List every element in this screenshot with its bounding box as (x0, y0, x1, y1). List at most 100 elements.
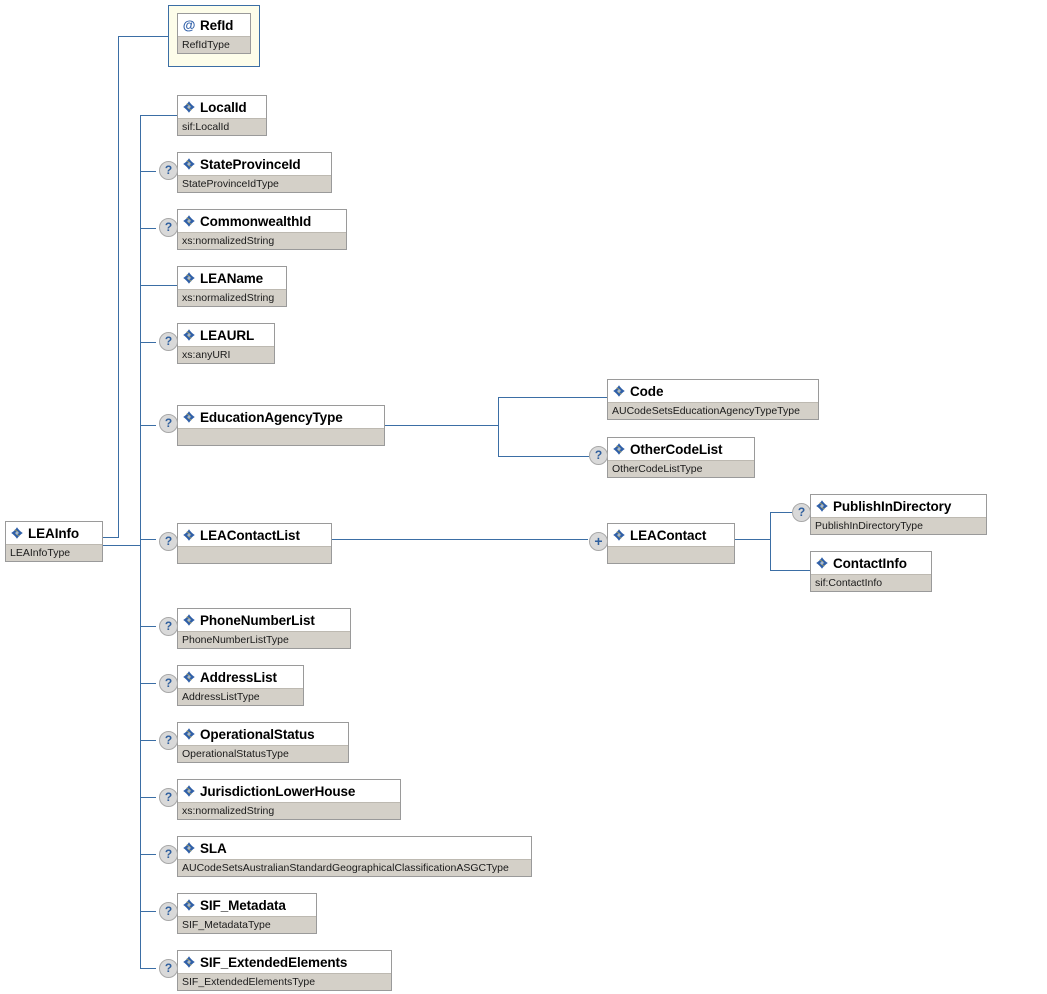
node-type-label (178, 546, 331, 563)
node-type-label: PhoneNumberListType (178, 631, 350, 648)
element-icon (182, 955, 196, 969)
elem-trunk-vertical (140, 115, 141, 969)
node-name-label: OperationalStatus (200, 726, 315, 742)
element-icon (182, 670, 196, 684)
node-type-label: SIF_MetadataType (178, 916, 316, 933)
node-jurisdictionlowerhouse[interactable]: JurisdictionLowerHouse xs:normalizedStrin… (177, 779, 401, 820)
node-commonwealthid[interactable]: CommonwealthId xs:normalizedString (177, 209, 347, 250)
optional-marker-publishindirectory[interactable]: ? (792, 503, 811, 522)
node-type-label: OtherCodeListType (608, 460, 754, 477)
node-name-label: OtherCodeList (630, 441, 723, 457)
stub-leacontactlist (140, 539, 156, 540)
optional-marker-leaurl[interactable]: ? (159, 332, 178, 351)
lc-to-contactinfo (770, 570, 810, 571)
node-type-label: PublishInDirectoryType (811, 517, 986, 534)
optional-marker-sla[interactable]: ? (159, 845, 178, 864)
node-name-label: SIF_Metadata (200, 897, 286, 913)
node-leaurl[interactable]: LEAURL xs:anyURI (177, 323, 275, 364)
node-name-label: EducationAgencyType (200, 409, 343, 425)
optional-marker-stateprovinceid[interactable]: ? (159, 161, 178, 180)
node-leacontact[interactable]: LEAContact (607, 523, 735, 564)
node-type-label: StateProvinceIdType (178, 175, 331, 192)
optional-marker-educationagencytype[interactable]: ? (159, 414, 178, 433)
stub-operationalstatus (140, 740, 156, 741)
optional-marker-jurisdictionlowerhouse[interactable]: ? (159, 788, 178, 807)
element-icon (612, 384, 626, 398)
node-type-label: OperationalStatusType (178, 745, 348, 762)
stub-localid (140, 115, 177, 116)
stub-commonwealthid (140, 228, 156, 229)
attr-trunk-vertical (118, 36, 119, 538)
stub-jurisdiction (140, 797, 156, 798)
stub-leaname (140, 285, 177, 286)
optional-marker-phonenumberlist[interactable]: ? (159, 617, 178, 636)
stub-sla (140, 854, 156, 855)
node-type-label: xs:normalizedString (178, 802, 400, 819)
node-type-label: sif:LocalId (178, 118, 266, 135)
optional-marker-addresslist[interactable]: ? (159, 674, 178, 693)
node-type-label: sif:ContactInfo (811, 574, 931, 591)
elem-trunk-to-root (103, 545, 141, 546)
stub-addresslist (140, 683, 156, 684)
node-name-label: PhoneNumberList (200, 612, 315, 628)
node-type-label: xs:normalizedString (178, 232, 346, 249)
node-type-label (178, 428, 384, 445)
stub-stateprovinceid (140, 171, 156, 172)
eat-to-othercodelist (498, 456, 589, 457)
optional-marker-othercodelist[interactable]: ? (589, 446, 608, 465)
node-type-label: xs:normalizedString (178, 289, 286, 306)
node-name-label: LocalId (200, 99, 247, 115)
lcl-out (332, 539, 588, 540)
node-name-label: CommonwealthId (200, 213, 312, 229)
element-icon (182, 271, 196, 285)
element-icon (182, 898, 196, 912)
node-name-label: LEAContact (630, 527, 707, 543)
optional-marker-leacontactlist[interactable]: ? (159, 532, 178, 551)
element-icon (612, 442, 626, 456)
expand-marker-leacontact[interactable]: + (589, 532, 608, 551)
node-name-label: ContactInfo (833, 555, 907, 571)
optional-marker-commonwealthid[interactable]: ? (159, 218, 178, 237)
eat-to-code (498, 397, 607, 398)
element-icon (182, 727, 196, 741)
optional-marker-sif-extendedelements[interactable]: ? (159, 959, 178, 978)
element-icon (612, 528, 626, 542)
element-icon (182, 841, 196, 855)
node-name-label: LEAInfo (28, 525, 80, 541)
optional-marker-operationalstatus[interactable]: ? (159, 731, 178, 750)
lc-split-vertical (770, 512, 771, 570)
node-type-label: AddressListType (178, 688, 303, 705)
eat-out (385, 425, 498, 426)
attr-trunk-to-root (103, 537, 119, 538)
stub-sifmetadata (140, 911, 156, 912)
node-leacontactlist[interactable]: LEAContactList (177, 523, 332, 564)
node-type-label: xs:anyURI (178, 346, 274, 363)
lc-to-publish (770, 512, 792, 513)
element-icon (182, 613, 196, 627)
node-name-label: LEAURL (200, 327, 255, 343)
node-localid[interactable]: LocalId sif:LocalId (177, 95, 267, 136)
stub-sifextended (140, 968, 156, 969)
optional-marker-sif-metadata[interactable]: ? (159, 902, 178, 921)
node-type-label: LEAInfoType (6, 544, 102, 561)
node-contactinfo[interactable]: ContactInfo sif:ContactInfo (810, 551, 932, 592)
node-name-label: PublishInDirectory (833, 498, 952, 514)
node-educationagencytype[interactable]: EducationAgencyType (177, 405, 385, 446)
node-name-label: JurisdictionLowerHouse (200, 783, 356, 799)
node-type-label: RefIdType (178, 36, 250, 53)
eat-split-vertical (498, 397, 499, 456)
